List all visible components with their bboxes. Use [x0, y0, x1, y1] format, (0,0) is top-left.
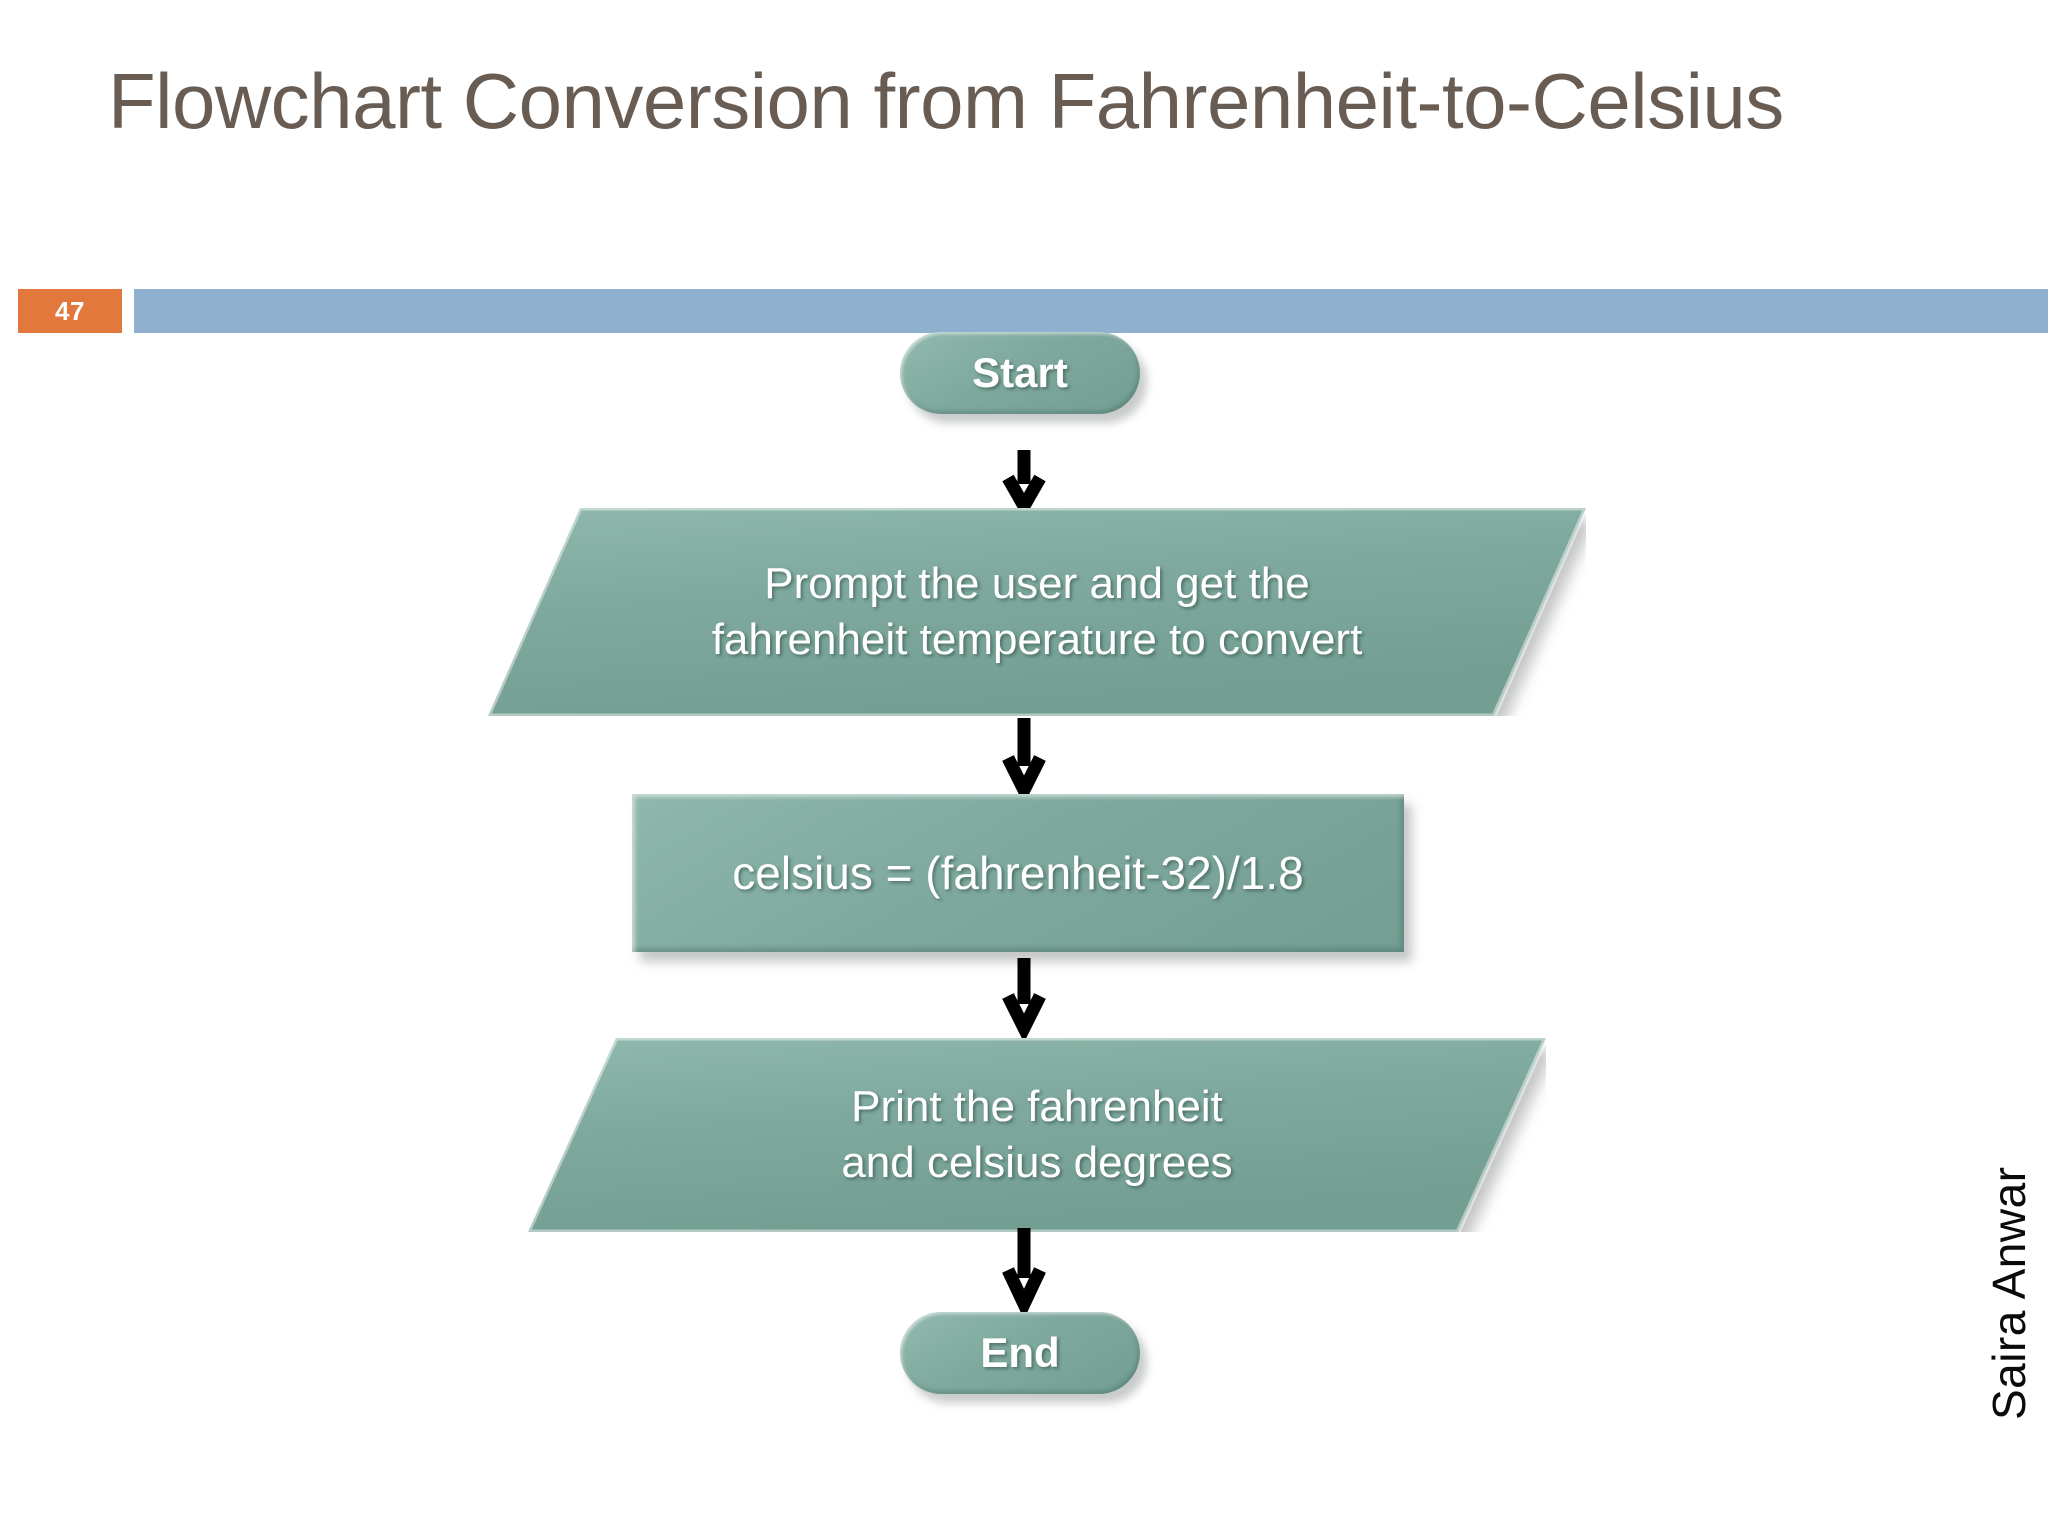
parallelogram-shape-input: [488, 508, 1586, 716]
flow-node-end-label: End: [980, 1329, 1060, 1377]
header-band: 47: [0, 289, 2048, 333]
flow-node-end[interactable]: End: [900, 1312, 1140, 1394]
page-title: Flowchart Conversion from Fahrenheit-to-…: [108, 57, 1784, 145]
flow-node-compute-label: celsius = (fahrenheit-32)/1.8: [732, 846, 1304, 899]
header-accent-bar: [134, 289, 2048, 333]
flow-node-input[interactable]: Prompt the user and get the fahrenheit t…: [488, 508, 1586, 716]
flow-node-start-label: Start: [972, 349, 1068, 397]
parallelogram-shape-output: [528, 1038, 1546, 1232]
flow-node-compute[interactable]: celsius = (fahrenheit-32)/1.8: [632, 794, 1404, 952]
connector-compute-to-output: [1002, 958, 1046, 1038]
page-number-badge: 47: [18, 289, 122, 333]
connector-start-to-input: [1002, 450, 1046, 512]
flow-node-start[interactable]: Start: [900, 332, 1140, 414]
connector-input-to-compute: [1002, 718, 1046, 798]
flow-node-output[interactable]: Print the fahrenheit and celsius degrees: [528, 1038, 1546, 1232]
connector-output-to-end: [1002, 1228, 1046, 1314]
